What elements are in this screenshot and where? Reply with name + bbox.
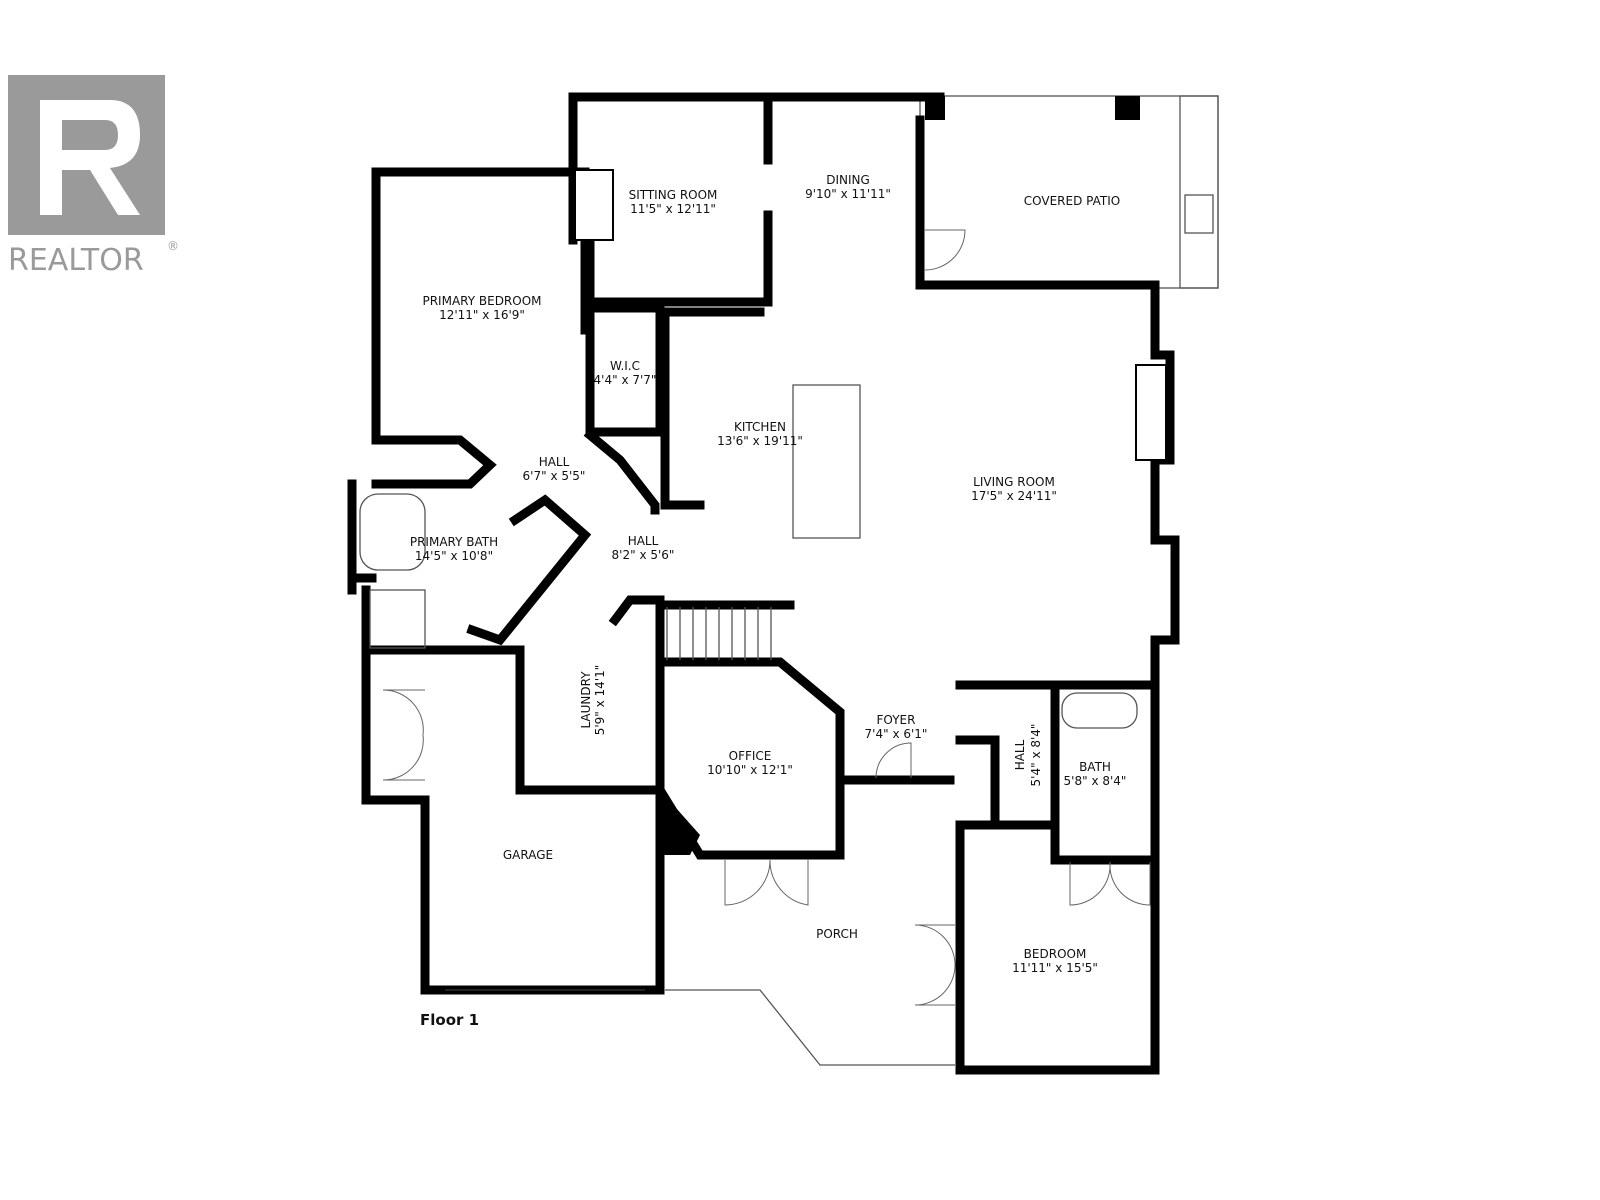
realtor-logo-text: REALTOR xyxy=(8,243,144,278)
room-name: LAUNDRY xyxy=(579,671,593,729)
room-labels: SITTING ROOM 11'5" x 12'11" DINING 9'10"… xyxy=(410,173,1127,975)
room-size: 14'5" x 10'8" xyxy=(415,549,493,563)
room-name: GARAGE xyxy=(503,848,553,862)
kitchen-island xyxy=(792,384,861,539)
room-size: 4'4" x 7'7" xyxy=(594,373,657,387)
room-size: 12'11" x 16'9" xyxy=(439,308,525,322)
room-size: 6'7" x 5'5" xyxy=(523,469,586,483)
bathtub-icon xyxy=(1061,692,1138,729)
room-size: 7'4" x 6'1" xyxy=(865,727,928,741)
porch-outline xyxy=(665,989,955,1066)
room-name: SITTING ROOM xyxy=(629,188,718,202)
room-name: HALL xyxy=(628,534,659,548)
room-name: BEDROOM xyxy=(1024,947,1087,961)
floor-label: Floor 1 xyxy=(420,1011,479,1029)
patio-outline xyxy=(919,95,1219,289)
room-size: 8'2" x 5'6" xyxy=(612,548,675,562)
room-name: PRIMARY BATH xyxy=(410,535,498,549)
room-name: W.I.C xyxy=(610,359,640,373)
fireplace-icon xyxy=(574,169,614,241)
room-name: HALL xyxy=(539,455,570,469)
room-size: 5'4" x 8'4" xyxy=(1029,724,1043,787)
bathtub-icon xyxy=(359,493,426,571)
shower-icon xyxy=(369,589,426,649)
room-size: 13'6" x 19'11" xyxy=(717,434,803,448)
room-size: 5'8" x 8'4" xyxy=(1064,774,1127,788)
realtor-logo-mark: ® xyxy=(167,239,179,253)
room-name: DINING xyxy=(826,173,870,187)
room-size: 9'10" x 11'11" xyxy=(805,187,891,201)
realtor-logo: REALTOR ® xyxy=(8,75,179,278)
room-name: LIVING ROOM xyxy=(973,475,1055,489)
room-name: PRIMARY BEDROOM xyxy=(422,294,541,308)
room-size: 17'5" x 24'11" xyxy=(971,489,1057,503)
room-size: 10'10" x 12'1" xyxy=(707,763,793,777)
room-size: 11'5" x 12'11" xyxy=(630,202,716,216)
doors xyxy=(382,229,1151,1006)
room-name: KITCHEN xyxy=(734,420,786,434)
room-name: BATH xyxy=(1079,760,1111,774)
room-name: FOYER xyxy=(877,713,916,727)
room-name: HALL xyxy=(1013,739,1027,770)
room-name: OFFICE xyxy=(729,749,772,763)
room-size: 11'11" x 15'5" xyxy=(1012,961,1098,975)
walls xyxy=(347,92,1180,1075)
room-size: 5'9" x 14'1" xyxy=(593,665,607,736)
fireplace-icon xyxy=(1135,364,1167,461)
grill-icon xyxy=(1184,194,1214,234)
room-name: PORCH xyxy=(816,927,858,941)
room-name: COVERED PATIO xyxy=(1024,194,1120,208)
